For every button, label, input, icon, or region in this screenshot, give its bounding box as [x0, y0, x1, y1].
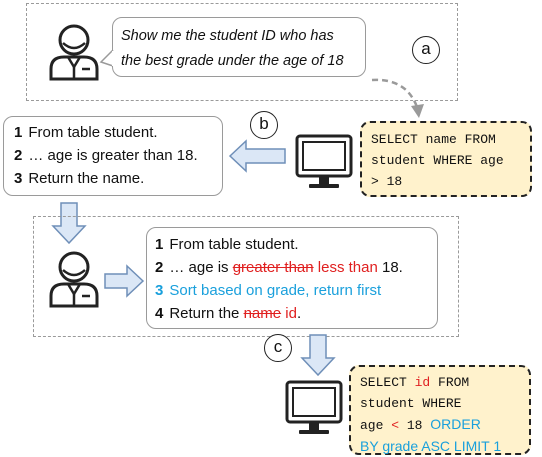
user-icon [49, 251, 99, 308]
block-arrow-icon [228, 139, 286, 173]
curved-dashed-arrow-icon [371, 78, 424, 118]
query-frame [26, 3, 458, 101]
correction-id: id [281, 305, 297, 322]
sql-box-corrected: SELECT id FROM student WHERE age < 18 OR… [349, 365, 531, 455]
label-c: c [264, 334, 292, 362]
sql1-line-3: > 18 [371, 174, 403, 189]
bubble-tail [99, 49, 115, 67]
step1-line-2: 2… age is greater than 18. [14, 147, 198, 164]
sql2-line-4: BY grade ASC LIMIT 1 [360, 438, 502, 454]
sql1-line-2: student WHERE age [371, 153, 504, 168]
computer-monitor-icon [295, 134, 353, 188]
query-bubble: Show me the student ID who has the best … [112, 17, 366, 77]
sql2-line-3: age < 18 ORDER [360, 416, 481, 433]
label-a: a [412, 36, 440, 64]
block-arrow-icon [51, 202, 87, 245]
computer-monitor-icon [285, 380, 343, 434]
sql2-id: id [414, 375, 431, 390]
label-b: b [250, 111, 278, 139]
correction-less-than: less than [313, 259, 378, 276]
user-icon [49, 24, 99, 81]
sql-box-initial: SELECT name FROM student WHERE age > 18 [360, 121, 532, 197]
struck-greater-than: greater than [232, 259, 314, 276]
sql2-order: ORDER [430, 416, 481, 432]
sql2-less-than: < [391, 418, 400, 433]
feedback-frame [33, 216, 459, 337]
sql2-line-1: SELECT id FROM [360, 375, 470, 390]
block-arrow-icon [300, 334, 336, 377]
block-arrow-icon [104, 264, 145, 298]
struck-name: name [243, 305, 282, 322]
step2-line-2: 2… age is greater than less than 18. [155, 259, 403, 276]
query-line-1: Show me the student ID who has [121, 28, 334, 44]
sql1-line-1: SELECT name FROM [371, 132, 496, 147]
query-line-2: the best grade under the age of 18 [121, 53, 344, 69]
sql2-line-2: student WHERE [360, 396, 462, 411]
